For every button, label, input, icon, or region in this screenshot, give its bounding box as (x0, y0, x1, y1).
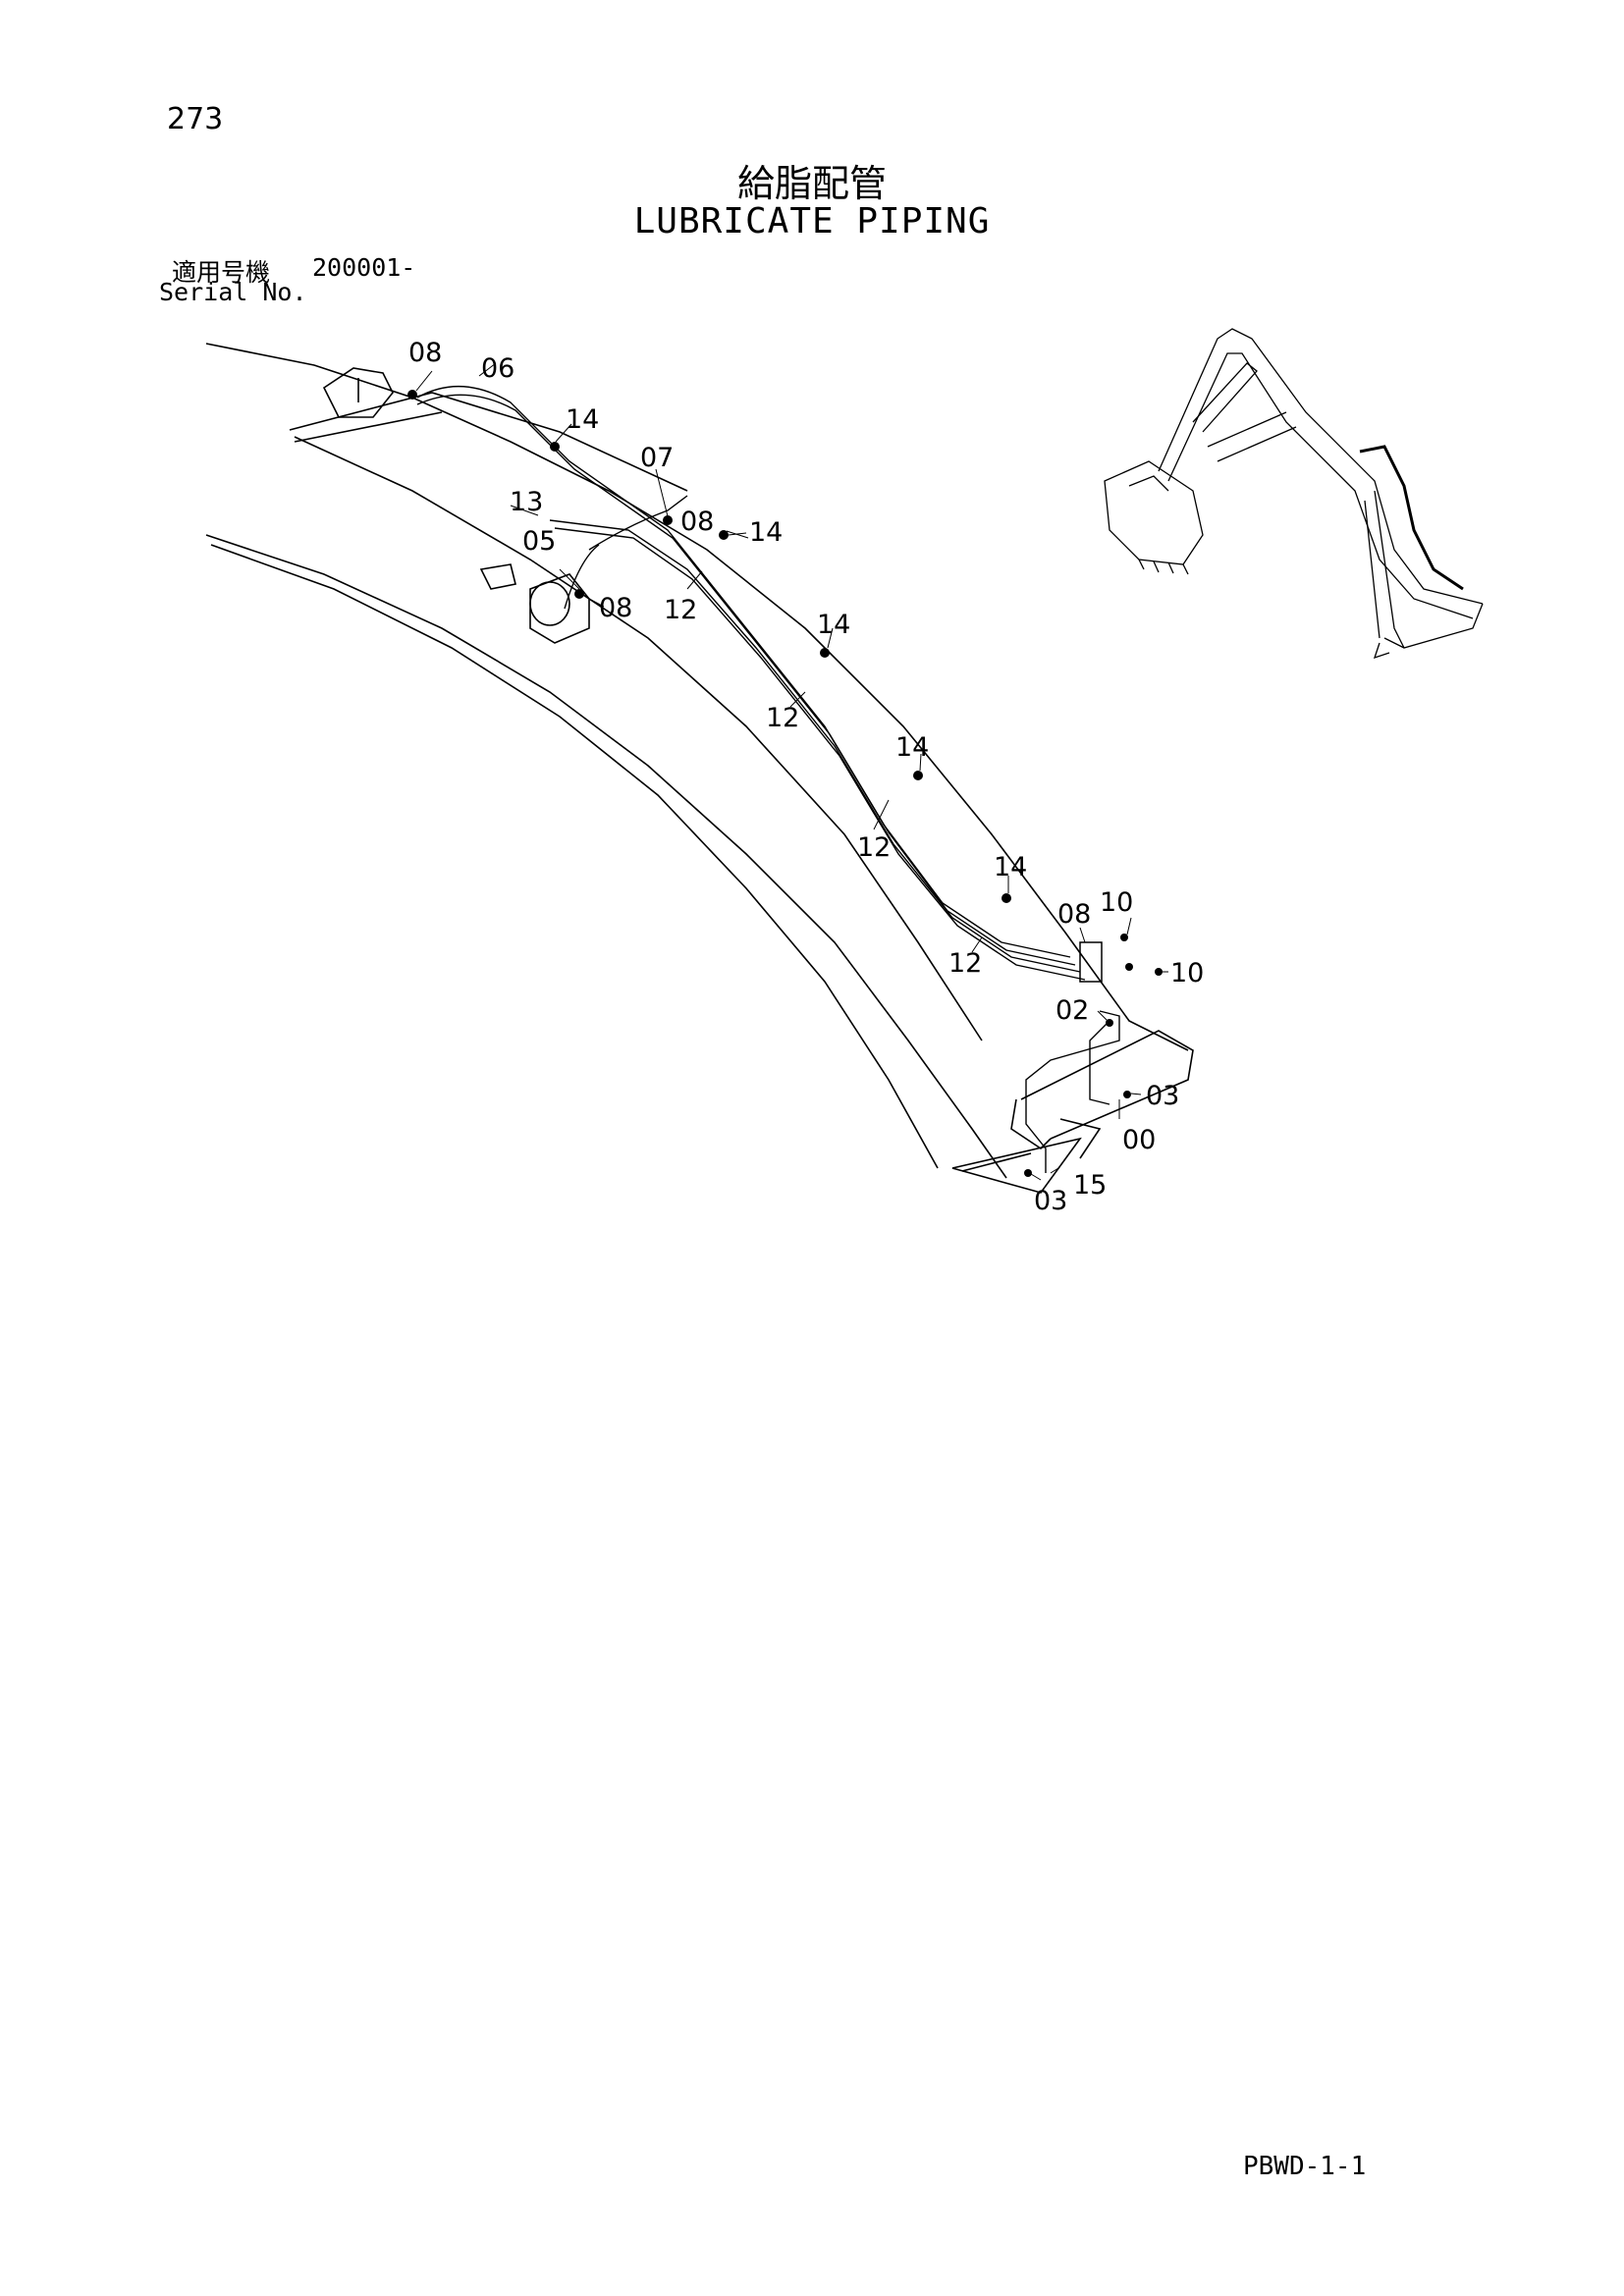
part-callout-label: 14 (566, 404, 599, 435)
leader-lines (415, 362, 1168, 1181)
part-callout-label: 08 (408, 338, 442, 368)
part-callout-label: 05 (522, 526, 556, 557)
page-number: 273 (167, 102, 224, 136)
footer-drawing-code: PBWD-1-1 (1243, 2152, 1367, 2181)
excavator-overview (1104, 328, 1484, 660)
part-callout-label: 13 (510, 487, 543, 517)
page-title-japanese: 給脂配管 (736, 162, 887, 205)
part-callout-label: 15 (1073, 1170, 1107, 1201)
part-callout-label: 06 (481, 353, 514, 384)
part-callout-label: 02 (1056, 995, 1089, 1026)
part-callout-label: 00 (1122, 1125, 1156, 1155)
part-callout-label: 03 (1034, 1186, 1067, 1216)
part-callout-label: 12 (948, 948, 982, 979)
fittings (407, 390, 1163, 1177)
boom-outline (205, 343, 1194, 1194)
part-callout-label: 14 (895, 732, 929, 763)
serial-label-english: Serial No. (159, 278, 307, 306)
serial-number-value: 200001- (312, 253, 416, 282)
serial-label-japanese: 適用号機 (172, 258, 271, 287)
part-callout-label: 14 (994, 852, 1027, 882)
part-callout-label: 08 (599, 593, 632, 623)
part-callout-label: 12 (857, 832, 891, 863)
page-title-english: LUBRICATE PIPING (633, 201, 991, 241)
part-callout-label: 12 (664, 595, 697, 625)
part-callout-label: 03 (1146, 1081, 1179, 1111)
part-callout-label: 07 (640, 443, 674, 473)
part-callout-label: 10 (1170, 958, 1204, 988)
part-callout-label: 14 (817, 610, 850, 640)
part-callout-label: 08 (1057, 899, 1091, 930)
callout-labels: 08 06 14 07 13 08 14 05 12 08 14 12 14 12 14 08 10 12 10 02… (408, 338, 1204, 1216)
part-callout-label: 10 (1100, 887, 1133, 918)
part-callout-label: 14 (749, 517, 783, 548)
grease-hoses (416, 385, 1120, 1173)
part-callout-label: 12 (766, 703, 799, 733)
part-callout-label: 08 (680, 507, 714, 537)
